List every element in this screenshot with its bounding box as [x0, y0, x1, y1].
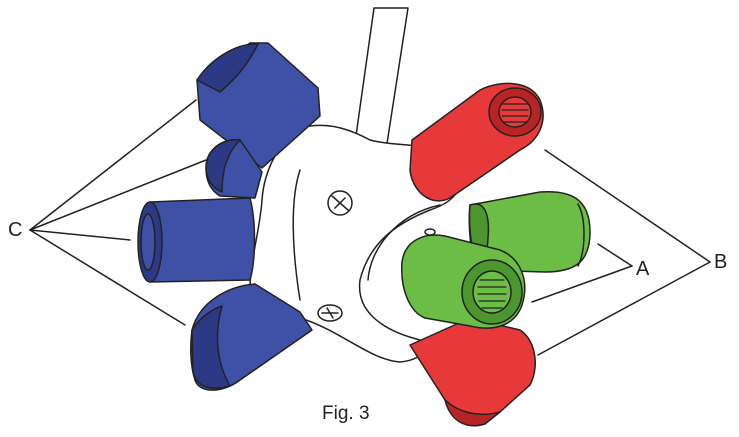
screw-icon: [327, 190, 353, 216]
label-c: C: [8, 219, 23, 241]
blue-cap-top: [196, 42, 321, 169]
blue-cap-middle: [137, 197, 256, 283]
label-b: B: [714, 251, 728, 273]
blue-cap-bottom: [190, 283, 313, 391]
rod-icon: [353, 7, 409, 157]
leader-lines-a: [531, 243, 633, 303]
blue-cap-upper: [205, 139, 263, 199]
green-cap-front: [401, 234, 526, 329]
red-cap-top: [409, 82, 544, 202]
pin-icon: [424, 228, 436, 236]
screw-icon: [317, 304, 343, 322]
leader-lines-b: [537, 149, 711, 356]
label-a: A: [636, 258, 650, 280]
leader-lines-c: [29, 99, 207, 326]
red-cap-bottom: [409, 317, 536, 427]
figure-caption: Fig. 3: [322, 403, 370, 424]
